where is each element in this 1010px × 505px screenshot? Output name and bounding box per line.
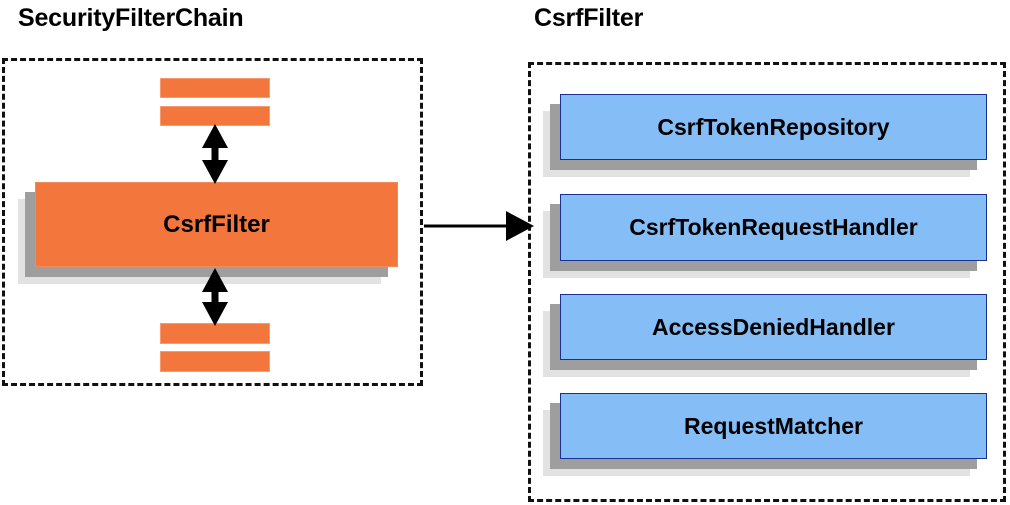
collaborator-box-csrf-token-request-handler[interactable]: CsrfTokenRequestHandler [543, 194, 987, 278]
filter-bar-above-1 [160, 106, 270, 126]
collaborator-box-request-matcher[interactable]: RequestMatcher [543, 393, 987, 476]
collaborator-box-csrf-token-repository[interactable]: CsrfTokenRepository [543, 94, 987, 177]
filter-bar-above-2 [160, 78, 270, 98]
filter-bar-below-1 [160, 323, 270, 344]
group-title-security-filter-chain: SecurityFilterChain [18, 4, 244, 32]
collaborator-label-request-matcher: RequestMatcher [560, 393, 987, 459]
collaborator-box-access-denied-handler[interactable]: AccessDeniedHandler [543, 294, 987, 377]
collaborator-label-access-denied-handler: AccessDeniedHandler [560, 294, 987, 360]
csrf-filter-box[interactable]: CsrfFilter [18, 182, 398, 284]
collaborator-label-csrf-token-repository: CsrfTokenRepository [560, 94, 987, 160]
filter-bar-below-2 [160, 351, 270, 372]
collaborator-label-csrf-token-request-handler: CsrfTokenRequestHandler [560, 194, 987, 261]
connector-arrow-icon [424, 211, 534, 241]
panel-security-filter-chain [2, 58, 423, 386]
csrf-filter-box-label: CsrfFilter [35, 182, 398, 267]
panel-csrf-filter [528, 62, 1006, 502]
group-title-csrf-filter: CsrfFilter [534, 4, 644, 32]
